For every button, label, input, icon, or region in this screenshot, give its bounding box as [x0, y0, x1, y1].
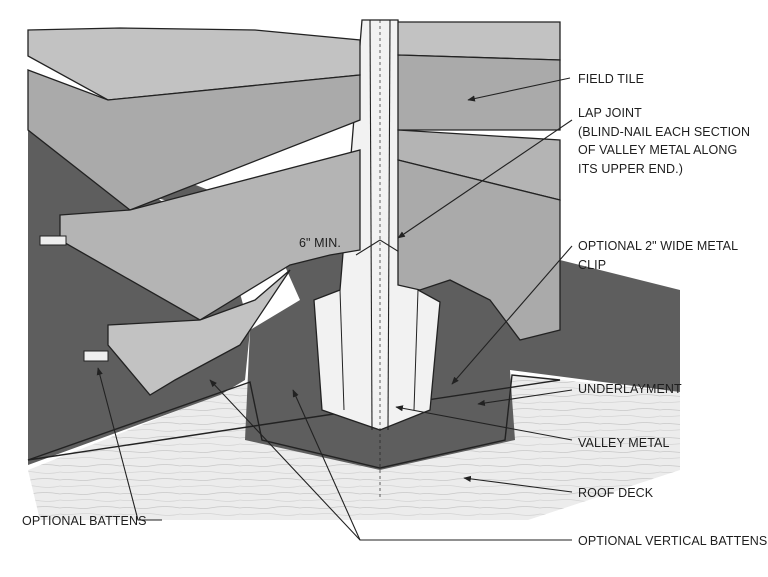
label-lap-joint: LAP JOINT (BLIND-NAIL EACH SECTION OF VA…: [578, 106, 751, 176]
label-valley-metal: VALLEY METAL: [578, 436, 670, 450]
leader-lines: [96, 77, 573, 541]
label-underlayment: UNDERLAYMENT: [578, 382, 682, 396]
label-optional-vertical-battens: OPTIONAL VERTICAL BATTENS: [578, 534, 768, 548]
valley-metal: [313, 19, 441, 500]
label-optional-clip: OPTIONAL 2" WIDE METAL CLIP: [578, 239, 739, 272]
label-field-tile: FIELD TILE: [578, 72, 645, 86]
label-optional-battens: OPTIONAL BATTENS: [22, 514, 147, 528]
label-roof-deck: ROOF DECK: [578, 486, 654, 500]
left-tile-rows: [27, 27, 361, 396]
roof-deck: [28, 375, 680, 520]
label-six-min: 6" MIN.: [299, 236, 341, 250]
right-tile-rows: [397, 21, 561, 341]
